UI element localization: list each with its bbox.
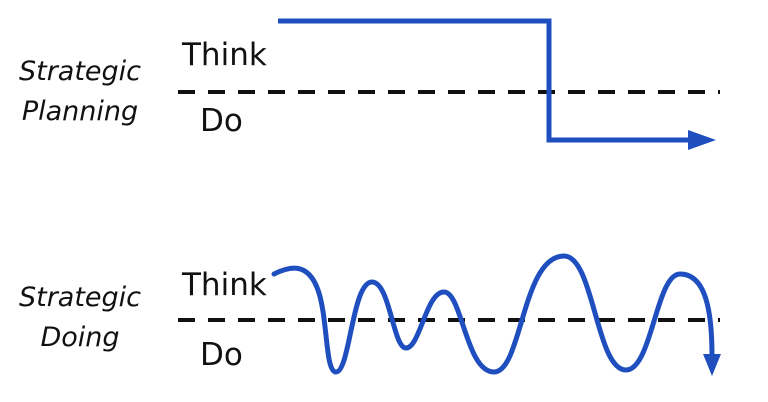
panel-1-arrowhead [688,130,716,150]
panel-2-think-label: Think [182,267,267,303]
panel-2-do-label: Do [200,337,243,373]
panel-2-title-line1: Strategic [18,282,142,313]
panel-1-step-path [278,18,692,143]
panel-1-title-line1: Strategic [18,56,142,87]
panel-2-wave-path [271,253,715,375]
panel-1-title-line2: Planning [21,96,139,127]
panel-2-arrowhead [703,354,721,376]
panel-1-think-label: Think [182,37,267,73]
panel-1-do-label: Do [200,103,243,139]
panel-2-title-line2: Doing [40,322,120,353]
